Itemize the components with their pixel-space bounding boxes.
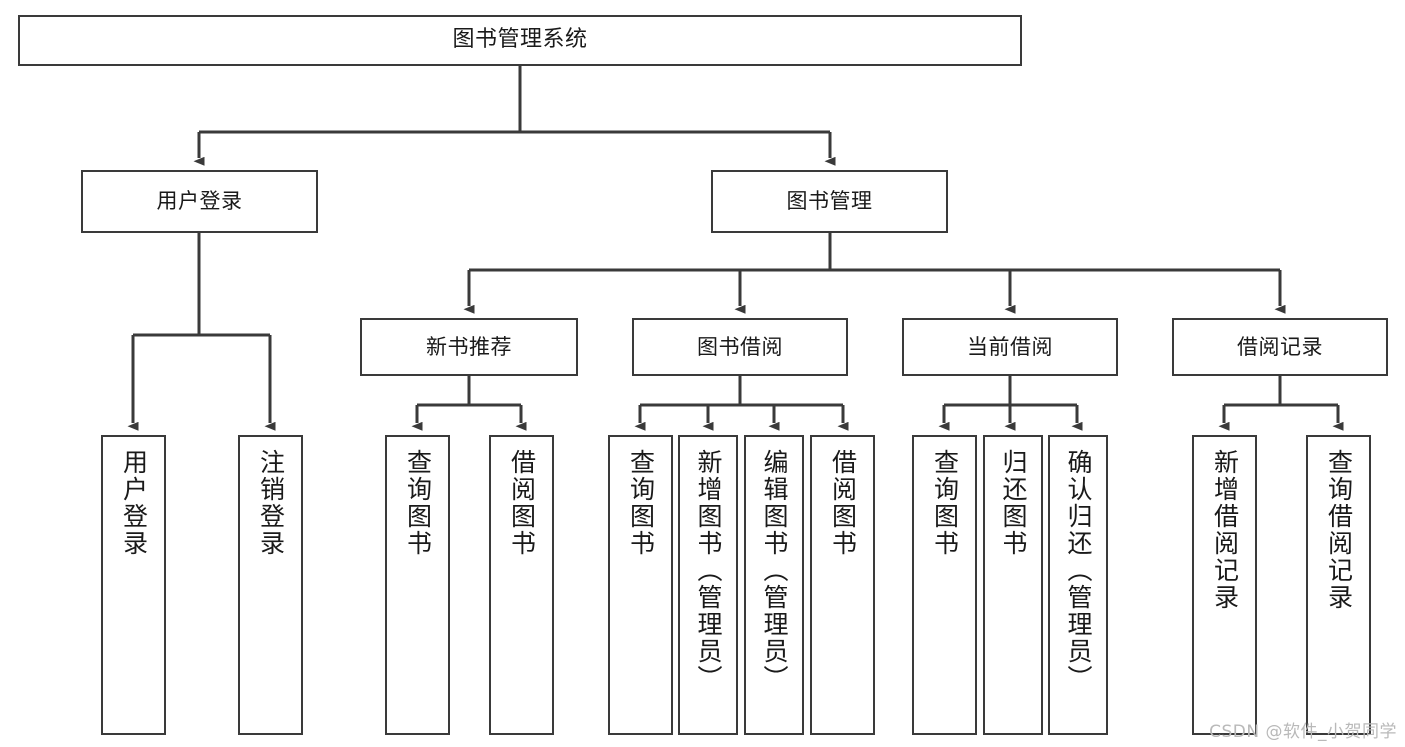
leaf-edit-book-admin-label: 编辑图书（管理员） [760, 449, 789, 692]
node-user-login-label: 用户登录 [156, 189, 243, 214]
node-borrow-record[interactable]: 借阅记录 [1172, 318, 1388, 376]
node-new-book-recommend-label: 新书推荐 [426, 334, 512, 359]
node-book-borrow[interactable]: 图书借阅 [632, 318, 848, 376]
leaf-borrow-book-recommend-label: 借阅图书 [507, 449, 537, 557]
leaf-borrow-book-borrow-label: 借阅图书 [828, 449, 858, 557]
leaf-query-book-recommend[interactable]: 查询图书 [385, 435, 450, 735]
node-borrow-record-label: 借阅记录 [1237, 334, 1323, 359]
leaf-query-book-current-label: 查询图书 [930, 449, 960, 557]
leaf-query-book-current[interactable]: 查询图书 [912, 435, 977, 735]
node-new-book-recommend[interactable]: 新书推荐 [360, 318, 578, 376]
leaf-add-book-admin-label: 新增图书（管理员） [694, 449, 723, 692]
leaf-query-book-borrow-label: 查询图书 [626, 449, 656, 557]
node-book-borrow-label: 图书借阅 [697, 334, 783, 359]
node-book-management[interactable]: 图书管理 [711, 170, 948, 233]
leaf-query-borrow-record-label: 查询借阅记录 [1324, 449, 1354, 611]
leaf-add-borrow-record[interactable]: 新增借阅记录 [1192, 435, 1257, 735]
node-current-borrow[interactable]: 当前借阅 [902, 318, 1118, 376]
leaf-logout-label: 注销登录 [256, 449, 286, 557]
node-user-login[interactable]: 用户登录 [81, 170, 318, 233]
leaf-return-book[interactable]: 归还图书 [983, 435, 1043, 735]
leaf-return-book-label: 归还图书 [999, 449, 1028, 557]
node-current-borrow-label: 当前借阅 [967, 334, 1053, 359]
leaf-user-login[interactable]: 用户登录 [101, 435, 166, 735]
leaf-confirm-return-admin-label: 确认归还（管理员） [1064, 449, 1093, 692]
leaf-user-login-label: 用户登录 [119, 449, 149, 557]
leaf-edit-book-admin[interactable]: 编辑图书（管理员） [744, 435, 804, 735]
node-book-management-label: 图书管理 [786, 189, 873, 214]
leaf-add-book-admin[interactable]: 新增图书（管理员） [678, 435, 738, 735]
leaf-borrow-book-borrow[interactable]: 借阅图书 [810, 435, 875, 735]
leaf-logout[interactable]: 注销登录 [238, 435, 303, 735]
leaf-confirm-return-admin[interactable]: 确认归还（管理员） [1048, 435, 1108, 735]
node-root-label: 图书管理系统 [452, 27, 588, 53]
node-root[interactable]: 图书管理系统 [18, 15, 1022, 66]
watermark: CSDN @软件_小贺同学 [1209, 722, 1397, 742]
leaf-query-book-borrow[interactable]: 查询图书 [608, 435, 673, 735]
leaf-query-book-recommend-label: 查询图书 [403, 449, 433, 557]
leaf-query-borrow-record[interactable]: 查询借阅记录 [1306, 435, 1371, 735]
leaf-borrow-book-recommend[interactable]: 借阅图书 [489, 435, 554, 735]
leaf-add-borrow-record-label: 新增借阅记录 [1210, 449, 1240, 611]
